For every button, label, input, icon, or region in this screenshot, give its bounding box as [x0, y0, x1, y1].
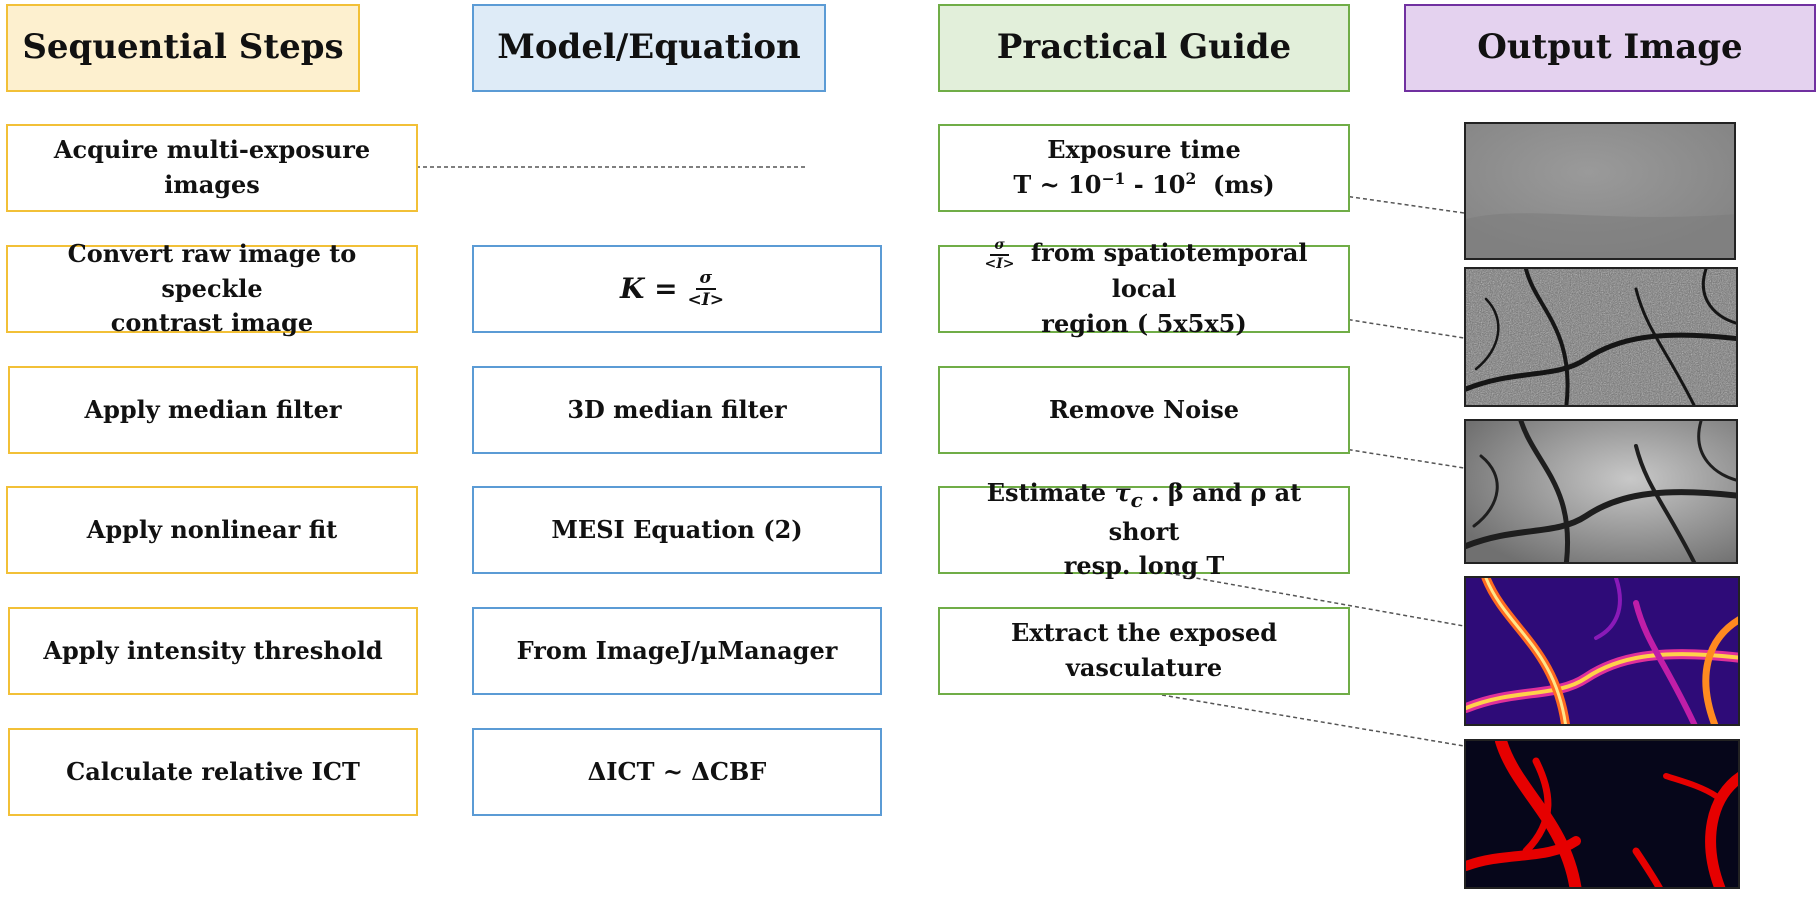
header-label: Sequential Steps	[22, 27, 344, 68]
header-label: Model/Equation	[497, 27, 801, 68]
fraction-numerator: σ	[990, 237, 1009, 256]
guide-text: Extract the exposed	[1010, 618, 1278, 648]
flow-map-vessels	[1466, 578, 1738, 724]
step-text: Acquire multi-exposure	[53, 135, 371, 165]
step-threshold: Apply intensity threshold	[8, 607, 418, 695]
guide-text: 10	[1152, 170, 1186, 199]
step-median: Apply median filter	[8, 366, 418, 454]
header-sequential-steps: Sequential Steps	[6, 4, 360, 92]
header-label: Practical Guide	[996, 27, 1292, 68]
model-text: ΔICT ~ ΔCBF	[587, 756, 767, 786]
step-text: Calculate relative ICT	[66, 756, 360, 786]
step-text: Apply median filter	[84, 394, 342, 424]
guide-fit: Estimate τc . β and ρ at short resp. lon…	[938, 478, 1350, 580]
guide-fraction: σ <I>	[980, 237, 1018, 273]
fitted-flow-map-image	[1464, 576, 1740, 726]
step-text: Apply nonlinear fit	[86, 514, 338, 544]
speckle-vessels	[1466, 269, 1736, 405]
raw-exposure-texture	[1466, 124, 1734, 258]
step-ict: Calculate relative ICT	[8, 728, 418, 816]
header-practical-guide: Practical Guide	[938, 4, 1350, 92]
header-output-image: Output Image	[1404, 4, 1816, 92]
thresholded-vessels	[1466, 741, 1738, 887]
guide-text: resp. long T	[1063, 551, 1225, 581]
guide-text: from spatiotemporal local	[1022, 238, 1308, 304]
step-convert: Convert raw image to speckle contrast ima…	[6, 239, 418, 337]
step-text: Apply intensity threshold	[43, 635, 383, 665]
median-filtered-image	[1464, 419, 1738, 564]
guide-exponent: −1	[1101, 169, 1126, 188]
model-median: 3D median filter	[472, 366, 882, 454]
guide-exponent: 2	[1185, 169, 1197, 188]
guide-speckle: σ <I> from spatiotemporal local region (…	[938, 237, 1350, 338]
model-speckle-contrast: K = σ <I>	[472, 245, 882, 333]
model-text: MESI Equation (2)	[551, 514, 803, 544]
fraction-numerator: σ	[695, 268, 717, 290]
header-label: Output Image	[1477, 27, 1743, 68]
model-mesi: MESI Equation (2)	[472, 486, 882, 574]
guide-noise: Remove Noise	[938, 366, 1350, 454]
step-acquire: Acquire multi-exposure images	[6, 124, 418, 212]
step-fit: Apply nonlinear fit	[6, 486, 418, 574]
model-text: 3D median filter	[567, 394, 787, 424]
guide-text: (ms)	[1196, 170, 1275, 199]
median-filtered-vessels	[1466, 421, 1736, 562]
guide-text: T ~	[1013, 170, 1069, 199]
thresholded-vasculature-image	[1464, 739, 1740, 889]
guide-text: 10	[1068, 170, 1102, 199]
guide-text: . β and ρ at short	[1108, 477, 1302, 546]
model-threshold: From ImageJ/µManager	[472, 607, 882, 695]
guide-vasculature: Extract the exposed vasculature	[938, 607, 1350, 695]
equation-lhs: K =	[620, 271, 678, 305]
step-text: Convert raw image to speckle	[67, 238, 357, 303]
raw-exposure-image	[1464, 122, 1736, 260]
model-text: From ImageJ/µManager	[516, 635, 838, 665]
guide-text: vasculature	[1065, 653, 1223, 682]
guide-text: Remove Noise	[1048, 394, 1240, 424]
equation-fraction: σ <I>	[684, 268, 728, 311]
step-text: contrast image	[110, 308, 314, 338]
fraction-denominator: <I>	[687, 290, 724, 310]
model-ict: ΔICT ~ ΔCBF	[472, 728, 882, 816]
step-text: images	[164, 170, 260, 199]
guide-text: -	[1125, 170, 1153, 199]
guide-text: Exposure time	[1047, 135, 1241, 165]
speckle-contrast-image	[1464, 267, 1738, 407]
guide-text: Estimate	[986, 477, 1115, 507]
guide-exposure: Exposure time T ~ 10−1 - 102 (ms)	[938, 124, 1350, 212]
header-model-equation: Model/Equation	[472, 4, 826, 92]
guide-subscript: c	[1130, 487, 1143, 512]
guide-symbol: τ	[1114, 477, 1131, 507]
guide-text: region ( 5x5x5)	[1041, 309, 1247, 339]
fraction-denominator: <I>	[984, 255, 1015, 272]
